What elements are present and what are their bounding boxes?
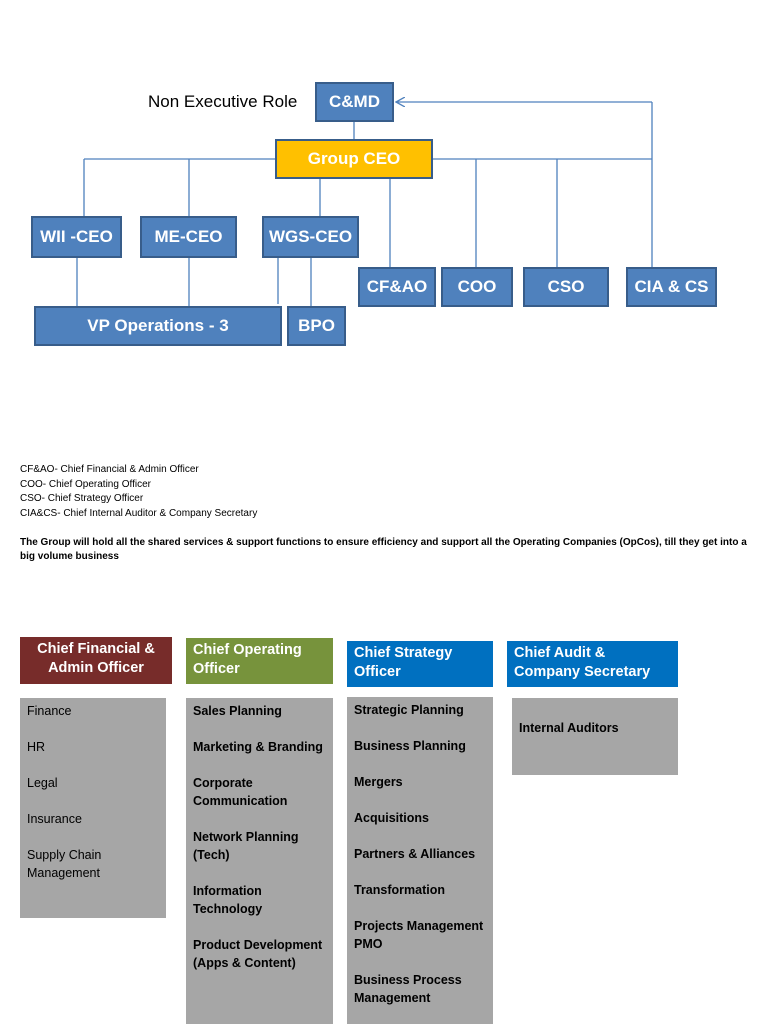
node-group-ceo[interactable]: Group CEO <box>275 139 433 179</box>
node-cmd[interactable]: C&MD <box>315 82 394 122</box>
column-body-cfao: Finance HR Legal Insurance Supply Chain … <box>20 698 166 918</box>
connector-lines <box>76 0 653 307</box>
list-item: Sales Planning <box>193 704 282 718</box>
node-coo[interactable]: COO <box>441 267 513 307</box>
column-body-coo: Sales Planning Marketing & Branding Corp… <box>186 698 333 1024</box>
list-item: Network Planning (Tech) <box>193 830 299 862</box>
list-item: Legal <box>27 776 58 790</box>
node-cso[interactable]: CSO <box>523 267 609 307</box>
legend-line: CF&AO- Chief Financial & Admin Officer <box>20 464 199 475</box>
node-vp-operations[interactable]: VP Operations - 3 <box>34 306 282 346</box>
list-item: Business Process Management <box>354 973 462 1005</box>
shared-services-note: The Group will hold all the shared servi… <box>20 537 747 562</box>
column-header-cfao: Chief Financial & Admin Officer <box>20 637 172 684</box>
node-cfao[interactable]: CF&AO <box>358 267 436 307</box>
column-header-cso: Chief Strategy Officer <box>347 641 493 687</box>
node-wii-ceo[interactable]: WII -CEO <box>31 216 122 258</box>
node-me-ceo[interactable]: ME-CEO <box>140 216 237 258</box>
node-wgs-ceo[interactable]: WGS-CEO <box>262 216 359 258</box>
list-item: Finance <box>27 704 72 718</box>
list-item: Projects Management PMO <box>354 919 484 951</box>
legend-line: CSO- Chief Strategy Officer <box>20 493 144 504</box>
list-item: Insurance <box>27 812 82 826</box>
column-body-cso: Strategic Planning Business Planning Mer… <box>347 697 493 1024</box>
column-header-coo: Chief Operating Officer <box>186 638 333 684</box>
list-item: HR <box>27 740 46 754</box>
list-item: Business Planning <box>354 739 466 753</box>
list-item: Marketing & Branding <box>193 740 323 754</box>
node-cia-cs[interactable]: CIA & CS <box>626 267 717 307</box>
list-item: Mergers <box>354 775 403 789</box>
node-bpo[interactable]: BPO <box>287 306 346 346</box>
list-item: Strategic Planning <box>354 703 464 717</box>
list-item: Transformation <box>354 883 445 897</box>
list-item: Corporate Communication <box>193 776 288 808</box>
list-item: Information Technology <box>193 884 263 916</box>
abbreviation-legend: CF&AO- Chief Financial & Admin Officer C… <box>20 463 257 521</box>
list-item: Acquisitions <box>354 811 430 825</box>
list-item: Product Development (Apps & Content) <box>193 938 323 970</box>
legend-line: COO- Chief Operating Officer <box>20 478 151 490</box>
list-item: Partners & Alliances <box>354 847 476 861</box>
column-body-cia-cs: Internal Auditors <box>512 698 678 775</box>
legend-line: CIA&CS- Chief Internal Auditor & Company… <box>20 507 258 519</box>
column-header-cia-cs: Chief Audit & Company Secretary <box>507 641 678 687</box>
list-item: Internal Auditors <box>519 721 619 735</box>
non-executive-label: Non Executive Role <box>148 92 298 111</box>
list-item: Supply Chain Management <box>27 848 102 880</box>
